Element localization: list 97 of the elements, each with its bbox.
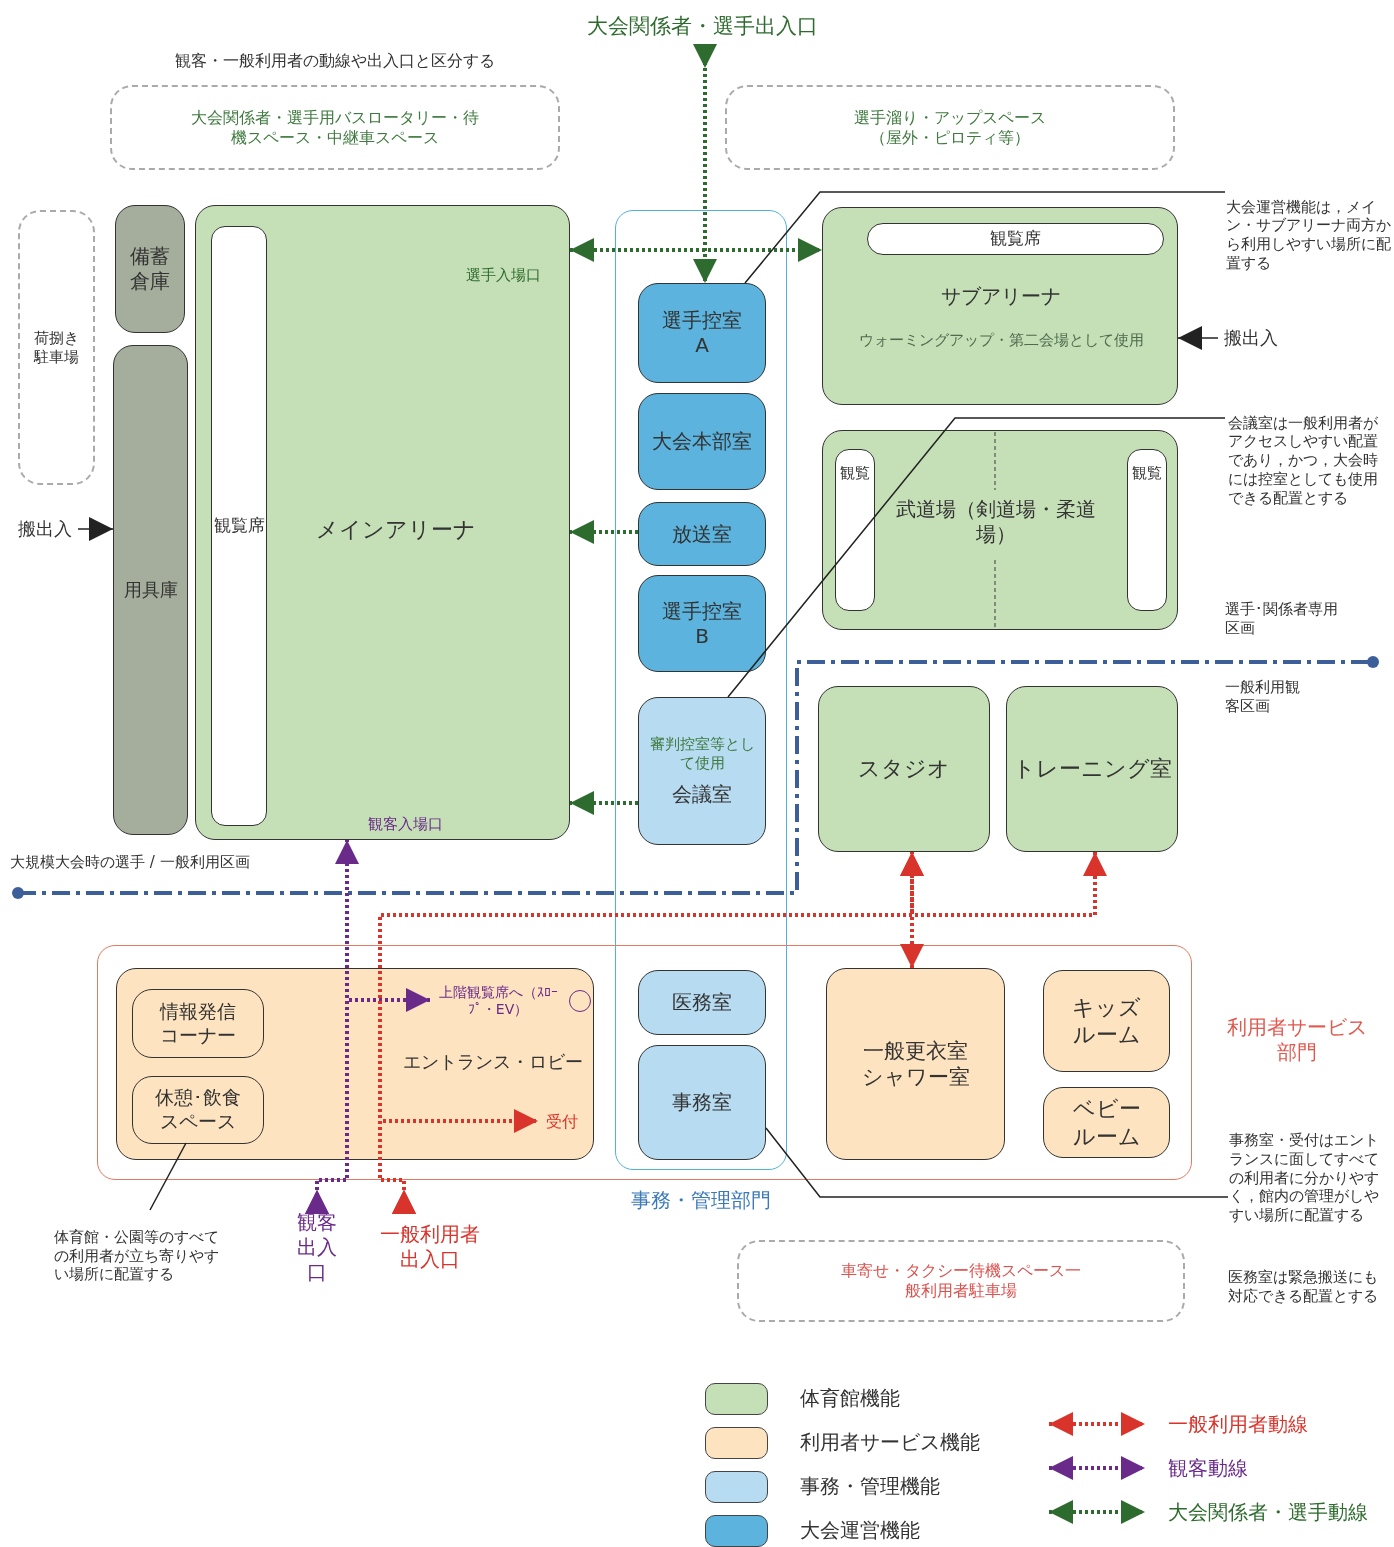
- area-label: 選手入場口: [466, 266, 542, 285]
- room-name: スタジオ: [858, 755, 950, 783]
- legend-label: 事務・管理機能: [800, 1474, 940, 1499]
- room-box: [638, 697, 766, 845]
- room-box: [638, 283, 766, 383]
- seating-label: 観覧: [1132, 464, 1162, 483]
- room-name: 医務室: [672, 990, 732, 1015]
- area-label: 荷捌き駐車場: [32, 328, 80, 367]
- seating-strip: [211, 226, 267, 826]
- seating-label: 観覧: [840, 464, 870, 483]
- arrow: [1177, 326, 1219, 350]
- room-box: [1043, 970, 1170, 1072]
- room-box: [1043, 1087, 1170, 1158]
- arrow: [900, 852, 924, 968]
- room-box: [638, 575, 766, 672]
- dashed-area-box: [737, 1240, 1185, 1322]
- area-note: 観客・一般利用者の動線や出入口と区分する: [174, 51, 496, 71]
- room-name: 用具庫: [123, 578, 178, 602]
- seating-strip: [867, 223, 1164, 255]
- area-label: 大会関係者・選手用バスロータリー・待機スペース・中継車スペース: [190, 107, 480, 148]
- leader-line: [744, 191, 1226, 284]
- arrow: [570, 238, 822, 262]
- arena-name: サブアリーナ: [940, 284, 1062, 309]
- room-name: キッズルーム: [1071, 993, 1142, 1049]
- room-name: 情報発信コーナー: [158, 999, 237, 1048]
- area-label: 大規模大会時の選手 / 一般利用区画: [10, 853, 251, 872]
- note-text: 大会運営機能は，メイン・サブアリーナ両方から利用しやすい場所に配置する: [1226, 197, 1392, 273]
- legend-label: 利用者サービス機能: [800, 1430, 980, 1455]
- room-name: 放送室: [672, 521, 732, 547]
- arena-name: メインアリーナ: [315, 516, 477, 544]
- department-caption: 事務・管理部門: [630, 1188, 772, 1213]
- room-box: [818, 686, 990, 852]
- area-label: 選手溜り・アップスペース（屋外・ピロティ等）: [853, 107, 1047, 148]
- room-name: 一般更衣室シャワー室: [861, 1037, 970, 1091]
- room-name: 事務室: [672, 1090, 732, 1115]
- room-name: 大会本部室: [652, 429, 752, 454]
- room-name: 選手控室B: [661, 598, 743, 649]
- department-caption: 利用者サービス部門: [1226, 1015, 1368, 1065]
- room-name: ベビールーム: [1071, 1095, 1142, 1150]
- area-label: 観客入場口: [368, 815, 444, 834]
- room-box: [195, 205, 570, 840]
- destination-label: 受付: [546, 1112, 578, 1132]
- area-label: 選手･関係者専用区画: [1225, 600, 1339, 638]
- arrow: [570, 520, 638, 544]
- note-text: 会議室は一般利用者がアクセスしやすい配置であり，かつ，大会時には控室としても使用できる配置とする: [1227, 413, 1379, 508]
- arrow: [570, 791, 638, 815]
- room-box: [638, 393, 766, 490]
- dashed-area-box: [725, 85, 1175, 170]
- room-name: エントランス・ロビー: [402, 1051, 584, 1074]
- legend-label: 一般利用者動線: [1168, 1412, 1308, 1437]
- room-box: [113, 345, 188, 835]
- usage-note: ウォーミングアップ・第二会場として使用: [857, 331, 1145, 350]
- arrow: [77, 517, 114, 541]
- room-name: 休憩･飲食スペース: [154, 1086, 242, 1134]
- room-box: [638, 970, 766, 1035]
- arrow: [378, 852, 1107, 1214]
- entrance-label: 観客出入口: [296, 1209, 338, 1285]
- seating-label: 観覧席: [213, 515, 265, 537]
- dashed-area-box: [110, 85, 560, 170]
- room-box: [1006, 686, 1178, 852]
- room-box: [826, 968, 1005, 1160]
- room-name: 会議室: [672, 782, 732, 808]
- room-box: [116, 968, 594, 1160]
- seating-label: 観覧席: [990, 228, 1041, 250]
- note-text: 事務室・受付はエントランスに面してすべての利用者に分かりやすく，館内の管理がしやすい場所に配置する: [1229, 1131, 1380, 1225]
- legend-label: 体育館機能: [800, 1386, 900, 1411]
- room-box: [822, 207, 1178, 405]
- leader-line: [765, 1127, 1229, 1198]
- seating-strip: [1127, 449, 1167, 611]
- room-box: [638, 1045, 766, 1160]
- note-text: 体育館・公園等のすべての利用者が立ち寄りやすい場所に配置する: [54, 1227, 220, 1285]
- room-box: [115, 205, 185, 333]
- usage-note: 審判控室等として使用: [648, 734, 756, 773]
- entrance-label: 大会関係者・選手出入口: [587, 12, 818, 40]
- loading-label: 搬出入: [1224, 326, 1278, 350]
- legend-label: 大会運営機能: [800, 1518, 920, 1543]
- room-box: [132, 989, 264, 1058]
- dashed-area-box: [18, 210, 95, 485]
- area-label: 車寄せ・タクシー待機スペース一般利用者駐車場: [841, 1261, 1081, 1301]
- arrow: [693, 44, 717, 283]
- destination-label: 上階観覧席へ（ｽﾛｰﾌﾟ・EV）: [437, 983, 559, 1019]
- entrance-label: 一般利用者出入口: [378, 1222, 481, 1272]
- leader-line: [727, 417, 1226, 698]
- hall-name: 武道場（剣道場・柔道場）: [895, 497, 1097, 547]
- room-name: 備蓄倉庫: [129, 244, 171, 294]
- legend-label: 観客動線: [1168, 1456, 1248, 1481]
- room-name: 選手控室A: [661, 308, 743, 358]
- seating-strip: [835, 449, 875, 611]
- room-box: [132, 1076, 264, 1144]
- room-name: トレーニング室: [1012, 755, 1172, 783]
- room-box: [822, 430, 1178, 630]
- arrow: [305, 988, 430, 1214]
- note-text: 医務室は緊急搬送にも対応できる配置とする: [1228, 1268, 1379, 1306]
- area-label: 一般利用観客区画: [1225, 678, 1301, 716]
- legend-label: 大会関係者・選手動線: [1168, 1500, 1368, 1525]
- loading-label: 搬出入: [18, 517, 72, 541]
- room-box: [638, 502, 766, 566]
